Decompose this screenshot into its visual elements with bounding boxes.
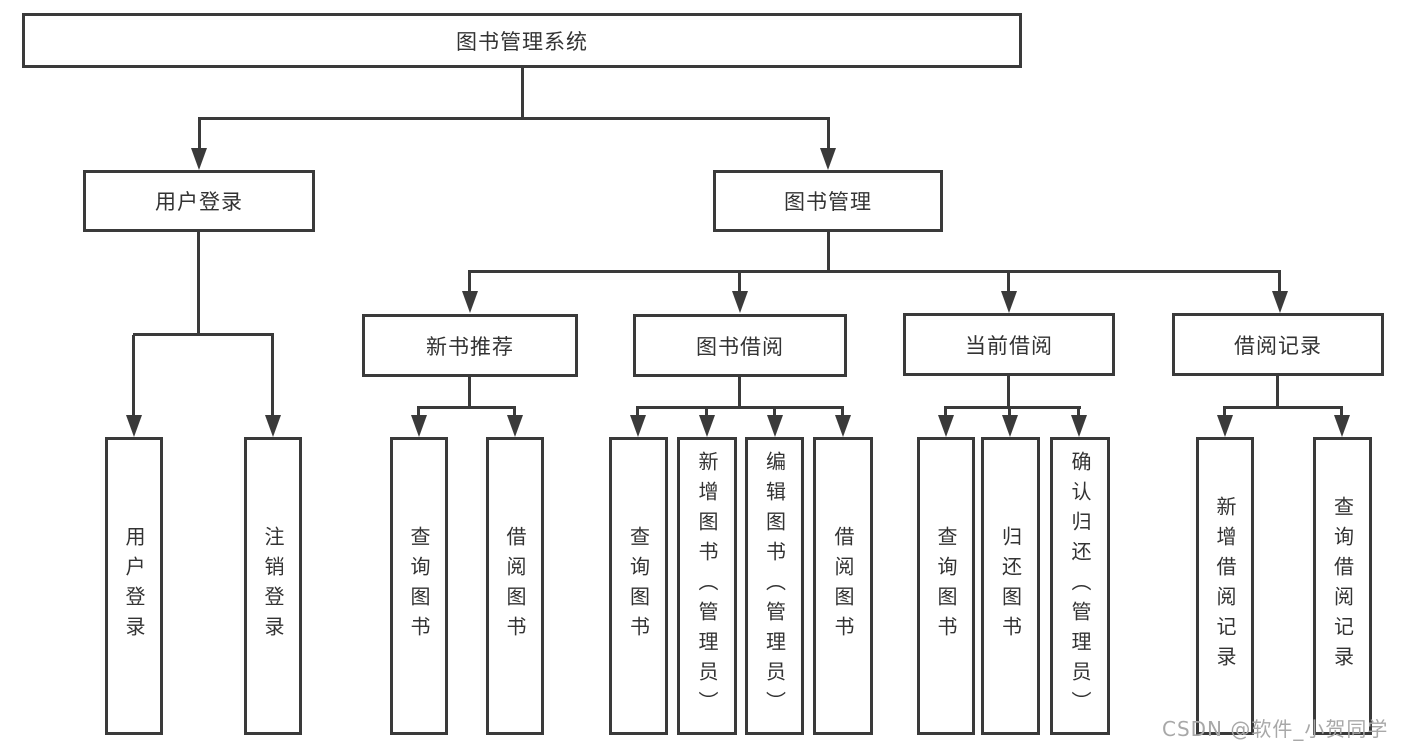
connector-line — [636, 406, 844, 409]
leaf-label: 查询图书 — [934, 526, 958, 646]
arrow-down-icon — [126, 415, 142, 437]
arrow-down-icon — [507, 415, 523, 437]
connector-line — [827, 119, 830, 152]
connector-line — [198, 119, 201, 152]
leaf-label: 查询借阅记录 — [1330, 496, 1355, 676]
arrow-down-icon — [1002, 415, 1018, 437]
connector-line — [636, 408, 639, 418]
connector-line — [198, 117, 830, 120]
leaf-add-books-admin: 新增图书（管理员） — [677, 437, 737, 735]
connector-line — [1007, 272, 1010, 294]
connector-line — [513, 408, 516, 418]
connector-line — [738, 377, 741, 408]
arrow-down-icon — [1272, 291, 1288, 313]
leaf-label: 借阅图书 — [503, 526, 527, 646]
node-book-management: 图书管理 — [713, 170, 943, 232]
connector-line — [827, 232, 830, 273]
connector-line — [841, 408, 844, 418]
connector-line — [1223, 406, 1343, 409]
leaf-label: 借阅图书 — [831, 526, 855, 646]
arrow-down-icon — [732, 291, 748, 313]
arrow-down-icon — [411, 415, 427, 437]
connector-line — [271, 335, 274, 419]
connector-line — [468, 377, 471, 408]
leaf-label: 用户登录 — [122, 526, 146, 646]
connector-line — [197, 232, 200, 335]
arrow-down-icon — [1334, 415, 1350, 437]
leaf-label: 归还图书 — [998, 526, 1023, 646]
leaf-logout: 注销登录 — [244, 437, 302, 735]
arrow-down-icon — [191, 148, 207, 170]
leaf-label: 新增图书（管理员） — [695, 451, 719, 721]
leaf-add-borrow-record: 新增借阅记录 — [1196, 437, 1254, 735]
connector-line — [468, 272, 471, 294]
arrow-down-icon — [820, 148, 836, 170]
leaf-query-borrow-record: 查询借阅记录 — [1313, 437, 1372, 735]
node-book-borrowing: 图书借阅 — [633, 314, 847, 377]
node-borrow-records: 借阅记录 — [1172, 313, 1384, 376]
connector-line — [944, 406, 1081, 409]
arrow-down-icon — [1001, 291, 1017, 313]
arrow-down-icon — [630, 415, 646, 437]
leaf-label: 注销登录 — [261, 526, 285, 646]
csdn-watermark: CSDN @软件_小贺同学 — [1162, 717, 1389, 741]
leaf-label: 确认归还（管理员） — [1068, 451, 1092, 721]
connector-line — [133, 333, 274, 336]
arrow-down-icon — [938, 415, 954, 437]
arrow-down-icon — [767, 415, 783, 437]
leaf-label: 编辑图书（管理员） — [762, 451, 787, 721]
node-root: 图书管理系统 — [22, 13, 1022, 68]
leaf-query-books-current: 查询图书 — [917, 437, 975, 735]
connector-line — [773, 408, 776, 418]
connector-line — [417, 406, 516, 409]
leaf-label: 查询图书 — [407, 526, 431, 646]
leaf-label: 新增借阅记录 — [1213, 496, 1237, 676]
node-new-book-recommend: 新书推荐 — [362, 314, 578, 377]
arrow-down-icon — [699, 415, 715, 437]
connector-line — [1276, 376, 1279, 408]
node-user-login: 用户登录 — [83, 170, 315, 232]
leaf-borrow-books-recommend: 借阅图书 — [486, 437, 544, 735]
leaf-label: 查询图书 — [626, 526, 651, 646]
connector-line — [944, 408, 947, 418]
connector-line — [705, 408, 708, 418]
connector-line — [132, 335, 135, 419]
arrow-down-icon — [1217, 415, 1233, 437]
connector-line — [1007, 376, 1010, 408]
leaf-query-books-borrowing: 查询图书 — [609, 437, 668, 735]
connector-line — [1340, 408, 1343, 418]
connector-line — [1077, 408, 1080, 418]
connector-line — [417, 408, 420, 418]
connector-line — [1278, 272, 1281, 294]
leaf-return-books: 归还图书 — [981, 437, 1040, 735]
connector-line — [1223, 408, 1226, 418]
leaf-confirm-return-admin: 确认归还（管理员） — [1050, 437, 1110, 735]
leaf-user-login: 用户登录 — [105, 437, 163, 735]
arrow-down-icon — [1071, 415, 1087, 437]
connector-line — [521, 68, 524, 119]
node-current-borrowing: 当前借阅 — [903, 313, 1115, 376]
connector-line — [738, 272, 741, 294]
arrow-down-icon — [462, 291, 478, 313]
leaf-borrow-books: 借阅图书 — [813, 437, 873, 735]
arrow-down-icon — [265, 415, 281, 437]
connector-line — [468, 270, 1281, 273]
arrow-down-icon — [835, 415, 851, 437]
leaf-edit-books-admin: 编辑图书（管理员） — [745, 437, 804, 735]
connector-line — [1008, 408, 1011, 418]
leaf-query-books-recommend: 查询图书 — [390, 437, 448, 735]
